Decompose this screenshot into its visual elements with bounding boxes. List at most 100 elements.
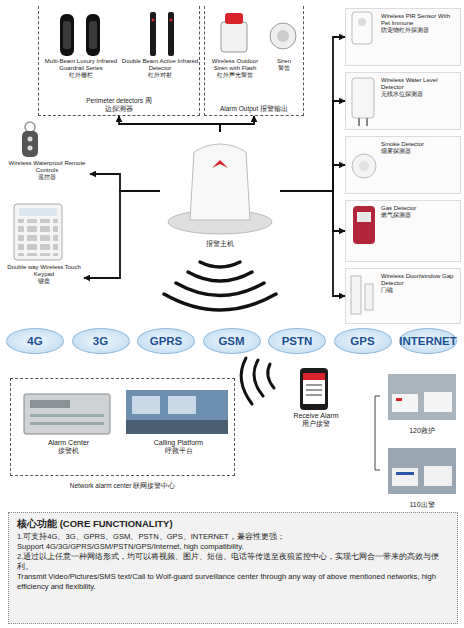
- node-text: 烟雾探测器: [381, 148, 457, 155]
- siren-label: Siren警笛: [264, 58, 304, 94]
- network-bubble: GPS: [334, 328, 392, 354]
- functionality-box: 核心功能 (CORE FUNCTIONALITY) 1.可支持4G、3G、GPRS…: [8, 512, 458, 624]
- door-icon: [351, 276, 373, 314]
- node-text: Double way Wireless Touch Keypad: [4, 264, 84, 278]
- node-text: 110出警: [409, 500, 434, 510]
- device-label: Calling Platform呼救平台: [126, 439, 231, 459]
- node-text: 无线水位探测器: [381, 91, 457, 98]
- node-text: 红外栅栏: [41, 72, 121, 79]
- node-text: Perimeter detectors 周边探测器: [83, 97, 155, 113]
- node-text: 遥控器: [4, 174, 90, 181]
- node-text: INTERNET: [399, 335, 457, 347]
- node-text: Wireless PIR Sensor With Pet Immune: [381, 13, 457, 27]
- guardrail-icon: [60, 14, 100, 56]
- node-text: 红外声光警笛: [206, 72, 264, 79]
- detector-label: Double Beam Active Infrared Detector红外对射: [121, 58, 199, 94]
- node-text: Wireless Water Level Detector: [381, 77, 457, 91]
- node-text: 键盘: [4, 278, 84, 285]
- remote-icon: [22, 122, 38, 157]
- water-icon: [352, 78, 374, 126]
- gas-icon: [353, 206, 375, 244]
- connector-arrow: [280, 191, 345, 296]
- node-text: 接警机: [21, 447, 116, 455]
- connector-arrow: [280, 191, 345, 231]
- alarm-host-device: [168, 144, 272, 234]
- node-text: 2.通过以上任意一种网络形式，均可以将视频、图片、短信、电话等传送至夜狼监控中心…: [17, 552, 449, 572]
- node-text: 呼救平台: [126, 447, 231, 455]
- bracket: [375, 396, 380, 470]
- ambulance-photo: [388, 374, 456, 420]
- keypad-icon: [14, 204, 62, 260]
- node-text: 核心功能 (CORE FUNCTIONALITY): [17, 518, 449, 530]
- network-bubble: 4G: [6, 328, 64, 354]
- device-label: Alarm Center接警机: [21, 439, 116, 459]
- connector-arrow: [280, 165, 345, 191]
- node-text: 3G: [93, 335, 108, 347]
- node-text: Wireless Waterproof Remote Controls: [4, 160, 90, 174]
- node-text: 警笛: [264, 65, 304, 72]
- alarm-host: 报警主机: [160, 132, 280, 250]
- node-text: Siren: [264, 58, 304, 65]
- beam-detector-icon: [150, 12, 174, 56]
- alarm-output-group: Alarm Output 报警输出 Wireless Outdoor Siren …: [204, 6, 304, 116]
- node-text: 4G: [27, 335, 42, 347]
- node-text: 1.可支持4G、3G、GPRS、GSM、PSTN、GPS、INTERNET，兼容…: [17, 532, 449, 542]
- phone-icon: [300, 368, 328, 410]
- keypad-label: Double way Wireless Touch Keypad键盘: [4, 264, 84, 292]
- sensor-card: Wireless Water Level Detector无线水位探测器: [345, 72, 461, 130]
- node-text: Calling Platform: [126, 439, 231, 447]
- siren-icon: [270, 23, 296, 49]
- node-text: Alarm Center: [21, 439, 116, 447]
- node-text: Wireless Door/window Gap Detector: [381, 273, 457, 287]
- sensor-card: Wireless Door/window Gap Detector门磁: [345, 268, 461, 324]
- node-text: Wireless Outdoor Siren with Flash: [206, 58, 264, 72]
- phone-label: Receive Alarm用户接警: [272, 412, 360, 434]
- node-text: Smoke Detector: [381, 141, 457, 148]
- node-text: 120救护: [409, 426, 435, 436]
- connector-arrow: [90, 174, 160, 191]
- node-text: 用户接警: [272, 420, 360, 428]
- connector-arrow: [280, 37, 345, 191]
- connector-arrow: [280, 101, 345, 191]
- rescue-photo: 110出警: [384, 444, 460, 510]
- police-photo: [388, 448, 456, 494]
- network-bubble: INTERNET: [399, 328, 457, 354]
- detector-label: Multi-Beam Luxury Infrared Guardrail Ser…: [41, 58, 121, 94]
- node-text: 门磁: [381, 287, 457, 294]
- node-text: Multi-Beam Luxury Infrared Guardrail Ser…: [41, 58, 121, 72]
- connector-arrow: [220, 116, 254, 132]
- network-bubble: PSTN: [268, 328, 326, 354]
- node-text: 报警主机: [206, 239, 234, 249]
- remote-label: Wireless Waterproof Remote Controls遥控器: [4, 160, 90, 188]
- network-bubble: 3G: [72, 328, 130, 354]
- smoke-icon: [352, 154, 376, 178]
- calling-platform-photo: [126, 390, 228, 434]
- connector-arrow: [119, 116, 220, 132]
- sensor-card: Smoke Detector烟雾探测器: [345, 136, 461, 194]
- siren-flash-icon: [221, 13, 247, 52]
- node-text: Alarm Output 报警输出: [220, 105, 288, 113]
- alarm-center-device: [24, 394, 110, 434]
- node-text: Support 4G/3G/GPRS/GSM/PSTN/GPS/Internet…: [17, 542, 449, 552]
- perimeter-group: Perimeter detectors 周边探测器 Multi-Beam Luxu…: [38, 6, 200, 116]
- node-text: GSM: [218, 335, 244, 347]
- node-text: Transmit Video/Pictures/SMS text/Call to…: [17, 572, 449, 592]
- node-text: 燃气探测器: [381, 212, 457, 219]
- sensor-card: Wireless PIR Sensor With Pet Immune防宠物红外…: [345, 8, 461, 66]
- node-text: Gas Detector: [381, 205, 457, 212]
- wireless-waves: [164, 262, 276, 404]
- connector-arrow: [84, 191, 160, 278]
- node-text: Receive Alarm: [272, 412, 360, 420]
- node-text: PSTN: [282, 335, 313, 347]
- node-text: 防宠物红外探测器: [381, 27, 457, 34]
- alarm-center-group: Network alarm center 联网接警中心Alarm Center接…: [10, 378, 235, 476]
- network-bubble: GSM: [203, 328, 261, 354]
- sensor-card: Gas Detector燃气探测器: [345, 200, 461, 262]
- node-text: 红外对射: [121, 72, 199, 79]
- siren-label: Wireless Outdoor Siren with Flash红外声光警笛: [206, 58, 264, 94]
- rescue-photo: 120救护: [384, 370, 460, 436]
- node-text: Network alarm center 联网接警中心: [11, 482, 234, 491]
- node-text: Double Beam Active Infrared Detector: [121, 58, 199, 72]
- network-bubble: GPRS: [137, 328, 195, 354]
